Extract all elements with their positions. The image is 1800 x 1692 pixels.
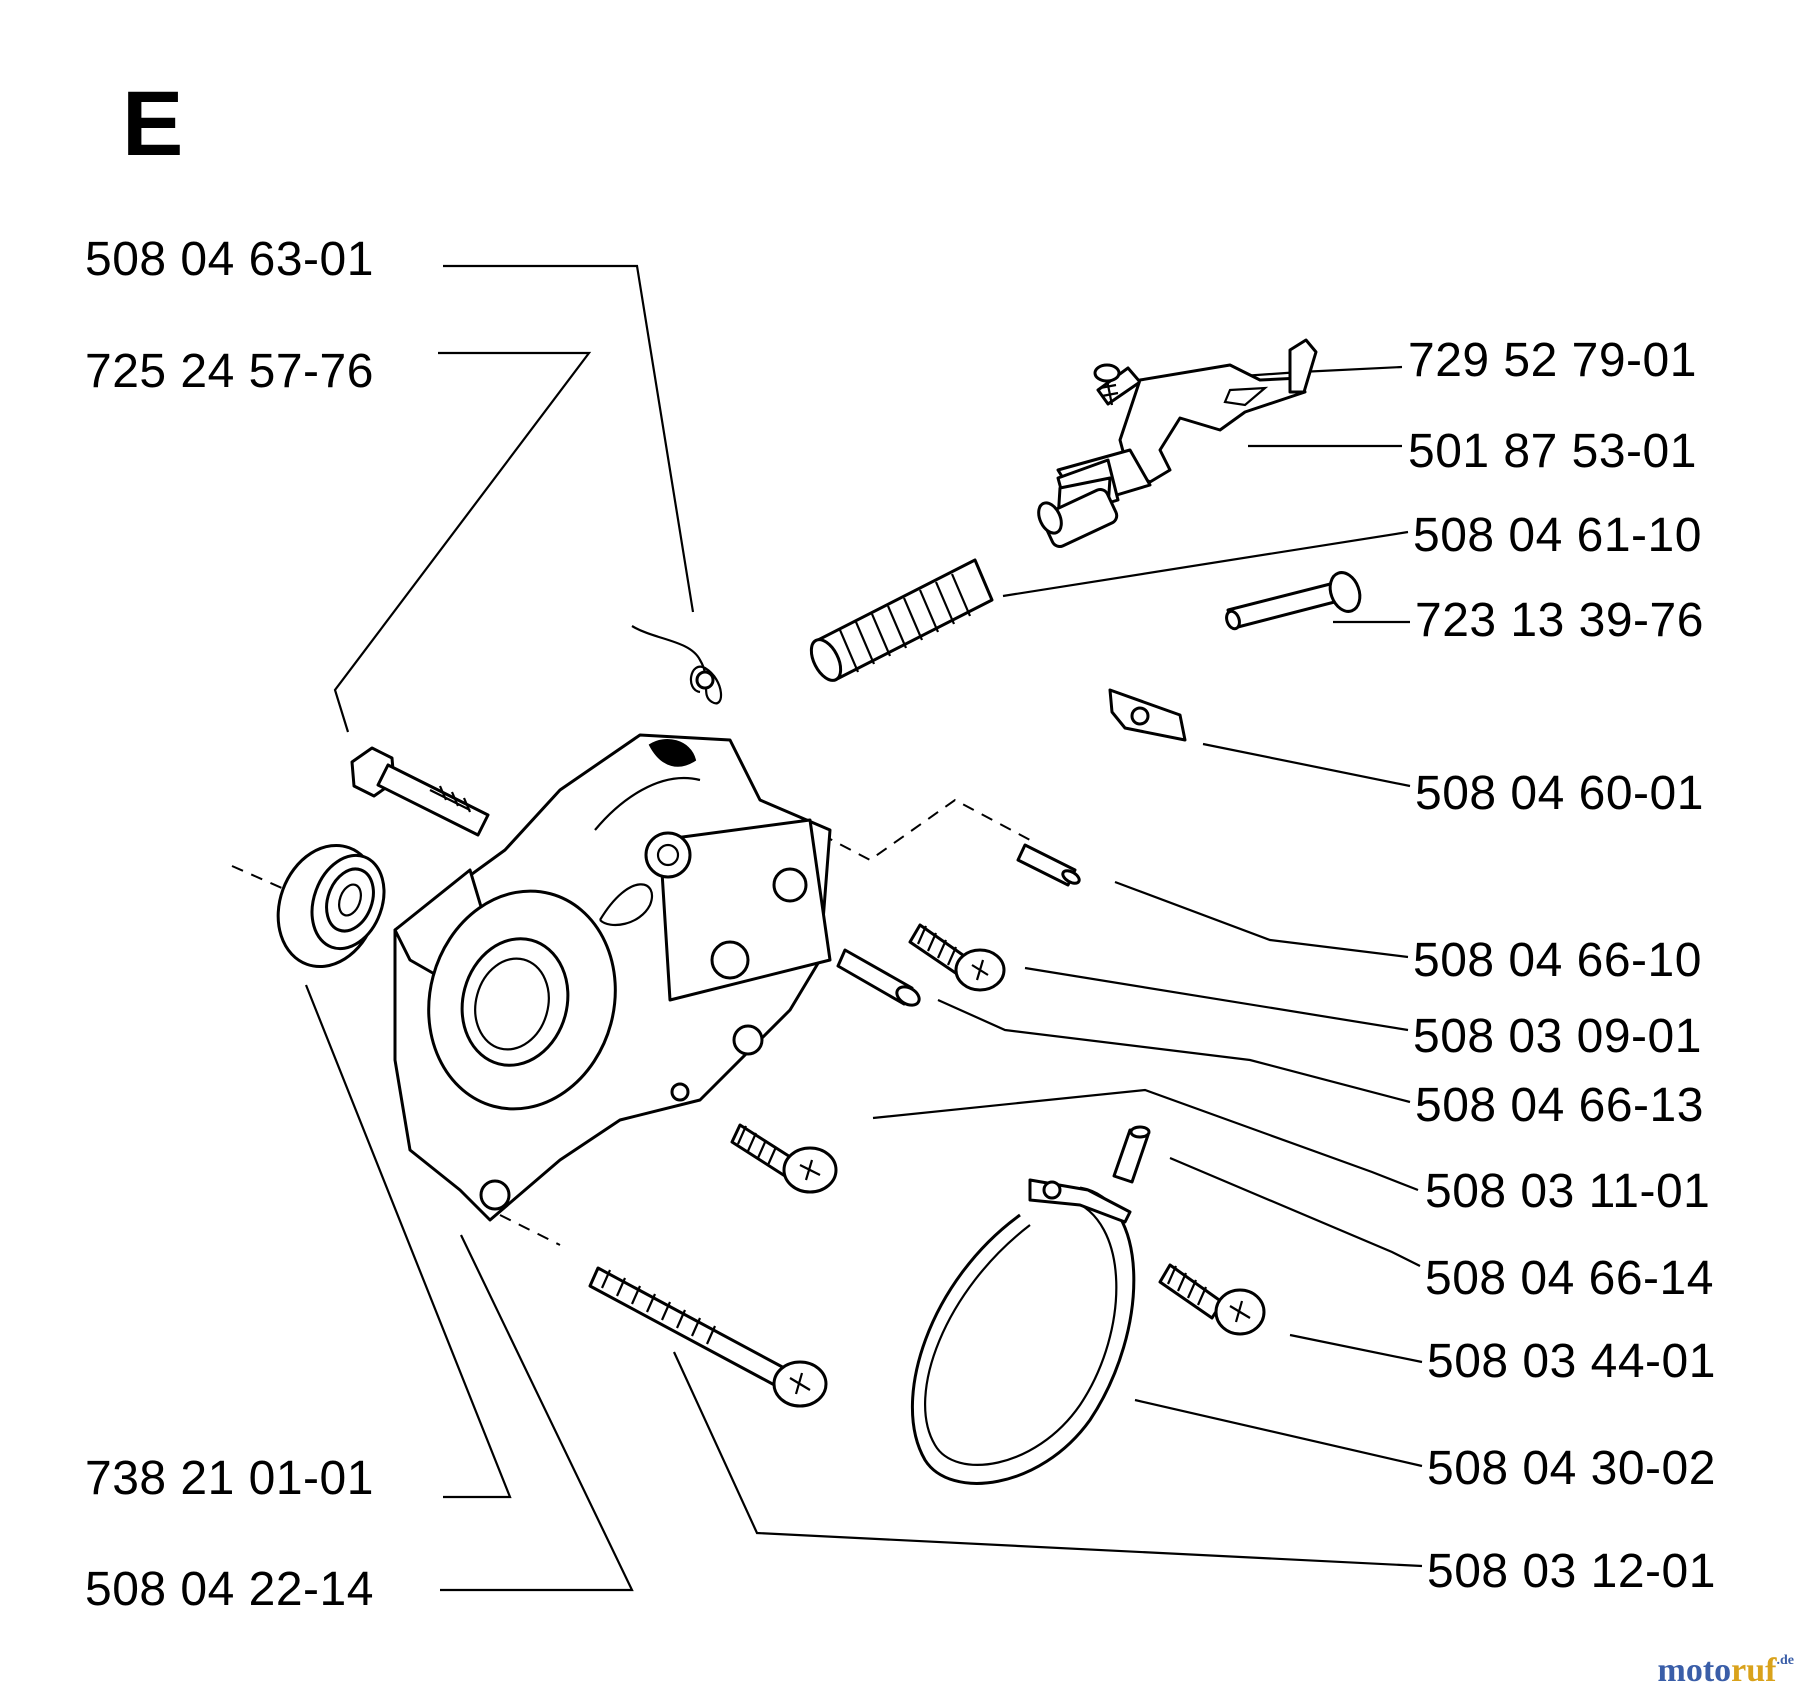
part-number-label: 508 04 61-10 [1413, 509, 1702, 562]
section-letter: E [122, 73, 184, 175]
part-number-label: 508 03 11-01 [1425, 1165, 1711, 1218]
leader-508-04-22-14 [440, 1234, 634, 1592]
part-number-label: 501 87 53-01 [1408, 425, 1697, 478]
leader-508-03-12-01 [673, 1351, 1423, 1568]
leader-508-04-66-14 [1169, 1156, 1421, 1267]
part-number-label: 508 04 66-14 [1425, 1252, 1714, 1305]
part-number-label: 508 04 63-01 [85, 233, 374, 286]
part-screw-729 [1093, 363, 1121, 406]
part-pin-508-04-66-10 [1016, 843, 1081, 887]
part-number-label: 508 03 44-01 [1427, 1335, 1716, 1388]
part-number-label: 508 04 66-13 [1415, 1079, 1704, 1132]
part-crankcase [393, 733, 832, 1222]
leader-738-21-01-01 [304, 984, 512, 1499]
leader-508-04-66-10 [1114, 880, 1409, 959]
watermark-logo: motoruf.de [1658, 1654, 1794, 1688]
part-brake-band [911, 1178, 1136, 1485]
watermark-suffix: .de [1776, 1653, 1795, 1668]
part-plate-508-04-60-01 [1108, 688, 1187, 742]
part-number-label: 508 03 12-01 [1427, 1545, 1716, 1598]
part-bearing [276, 843, 386, 969]
part-screw-508-03-44-01 [1158, 1263, 1266, 1336]
part-bolt-725 [350, 746, 490, 837]
part-number-label: 738 21 01-01 [85, 1452, 374, 1505]
part-pin-508-04-66-14 [1112, 1125, 1151, 1184]
part-number-label: 508 04 60-01 [1415, 767, 1704, 820]
part-plunger-501 [1037, 448, 1152, 548]
part-screw-508-03-11-01 [730, 1123, 838, 1194]
leader-508-03-09-01 [1024, 966, 1409, 1032]
axis-bottom [499, 1214, 561, 1246]
watermark-part-a: moto [1657, 1652, 1732, 1689]
leader-725-24-57-76 [333, 351, 592, 733]
watermark-part-b: ruf [1731, 1652, 1777, 1689]
part-number-label: 508 03 09-01 [1413, 1010, 1702, 1063]
leader-lines [304, 264, 1423, 1592]
part-number-label: 508 04 30-02 [1427, 1442, 1716, 1495]
part-number-label: 508 04 66-10 [1413, 934, 1702, 987]
part-number-label: 725 24 57-76 [85, 345, 374, 398]
part-screw-508-03-12-01 [588, 1266, 828, 1408]
part-spring-508-04-61-10 [809, 558, 994, 682]
leader-508-03-11-01 [872, 1088, 1419, 1192]
part-number-label: 729 52 79-01 [1408, 334, 1697, 387]
part-number-label: 723 13 39-76 [1415, 594, 1704, 647]
part-spring-clip [631, 625, 723, 705]
part-pin-508-04-66-13 [836, 948, 921, 1007]
leader-508-04-30-02 [1134, 1398, 1423, 1468]
leader-508-04-63-01 [443, 264, 695, 613]
leader-508-04-60-01 [1202, 742, 1411, 788]
part-number-label: 508 04 22-14 [85, 1563, 374, 1616]
part-screw-508-03-09-01 [908, 923, 1006, 992]
leader-508-04-66-13 [937, 998, 1411, 1104]
leader-508-03-44-01 [1289, 1333, 1423, 1364]
part-pin-723 [1225, 571, 1362, 631]
leader-508-04-61-10 [1002, 530, 1409, 598]
